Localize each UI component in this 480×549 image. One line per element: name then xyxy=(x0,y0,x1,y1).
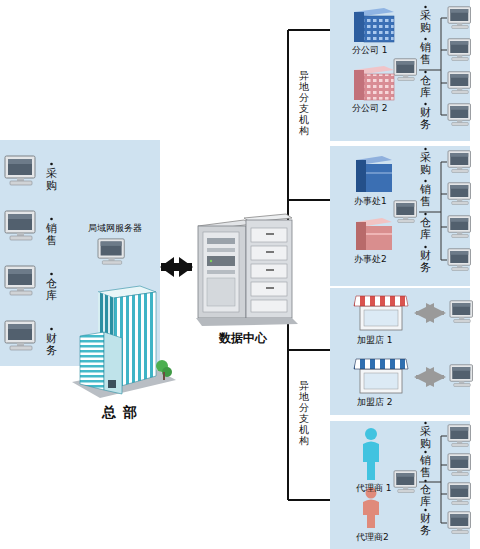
sync-arrow xyxy=(416,313,444,377)
node-label: 分公司 2 xyxy=(350,102,390,114)
branch-label: 分公司 2 xyxy=(350,102,390,114)
panel-ground xyxy=(330,0,470,141)
office-label: 办事处1 xyxy=(352,195,389,207)
panel-text: 销售 xyxy=(46,223,57,247)
store-label: 加盟店 2 xyxy=(355,396,395,408)
computer-icon xyxy=(394,7,473,534)
panel-text: 数据中心 xyxy=(193,330,293,347)
panel-ground xyxy=(330,146,470,286)
node-label: 代理商 1 xyxy=(354,482,394,494)
office-panel: 采购销售仓库财务 办事处1 办事处2 xyxy=(330,146,470,286)
network-wire xyxy=(419,18,447,523)
node-label: 加盟店 1 xyxy=(355,334,395,346)
hq-label: 总 部 xyxy=(102,404,138,422)
hq-building xyxy=(72,286,176,398)
data-center: 数据中心 xyxy=(193,212,293,350)
panel-ground xyxy=(330,288,470,415)
panel-text: 仓库 xyxy=(420,75,431,99)
hq-panel: 采购销售仓库财务 局域网服务器 xyxy=(0,140,160,366)
panel-text: 采购 xyxy=(46,168,57,192)
panel-text: 财务 xyxy=(46,333,57,357)
group-label: 异地分支机构 xyxy=(299,70,309,136)
node-label: 分公司 1 xyxy=(350,44,390,56)
agent-panel: 采购销售仓库财务 代理商 1 代理商2 xyxy=(330,421,470,549)
agent-label: 代理商2 xyxy=(354,531,391,543)
node-label: 办事处2 xyxy=(352,253,389,265)
store-label: 加盟店 1 xyxy=(355,334,395,346)
panel-text: 采购 xyxy=(420,426,431,450)
node-label: 代理商2 xyxy=(354,531,391,543)
branch-bracket xyxy=(288,30,330,500)
server-label-box: 局域网服务器 xyxy=(86,222,144,234)
office-label: 办事处2 xyxy=(352,253,389,265)
panel-text: 财务 xyxy=(420,513,431,537)
panel-text: 采购 xyxy=(420,152,431,176)
store-icon xyxy=(354,296,408,393)
node-label: 局域网服务器 xyxy=(86,222,144,234)
panel-text: 销售 xyxy=(420,42,431,66)
node-label: 加盟店 2 xyxy=(355,396,395,408)
panel-text: 财务 xyxy=(420,107,431,131)
agent-label: 代理商 1 xyxy=(354,482,394,494)
branch-panel: 采购销售仓库财务 分公司 1 分公司 2 xyxy=(330,0,470,141)
double-arrow xyxy=(161,263,192,271)
group-label: 异地分支机构 xyxy=(299,380,309,446)
panel-text: 仓库 xyxy=(420,217,431,241)
panel-text: 仓库 xyxy=(420,484,431,508)
panel-text: 采购 xyxy=(420,10,431,34)
panel-text: 财务 xyxy=(420,250,431,274)
person-icon xyxy=(363,428,379,528)
bullet xyxy=(50,6,426,511)
branch-label: 分公司 1 xyxy=(350,44,390,56)
panel-text: 销售 xyxy=(420,184,431,208)
node-label: 办事处1 xyxy=(352,195,389,207)
server-cabinet xyxy=(196,214,298,326)
panel-ground xyxy=(330,421,470,549)
panel-text: 仓库 xyxy=(46,278,57,302)
panel-text: 销售 xyxy=(420,455,431,479)
